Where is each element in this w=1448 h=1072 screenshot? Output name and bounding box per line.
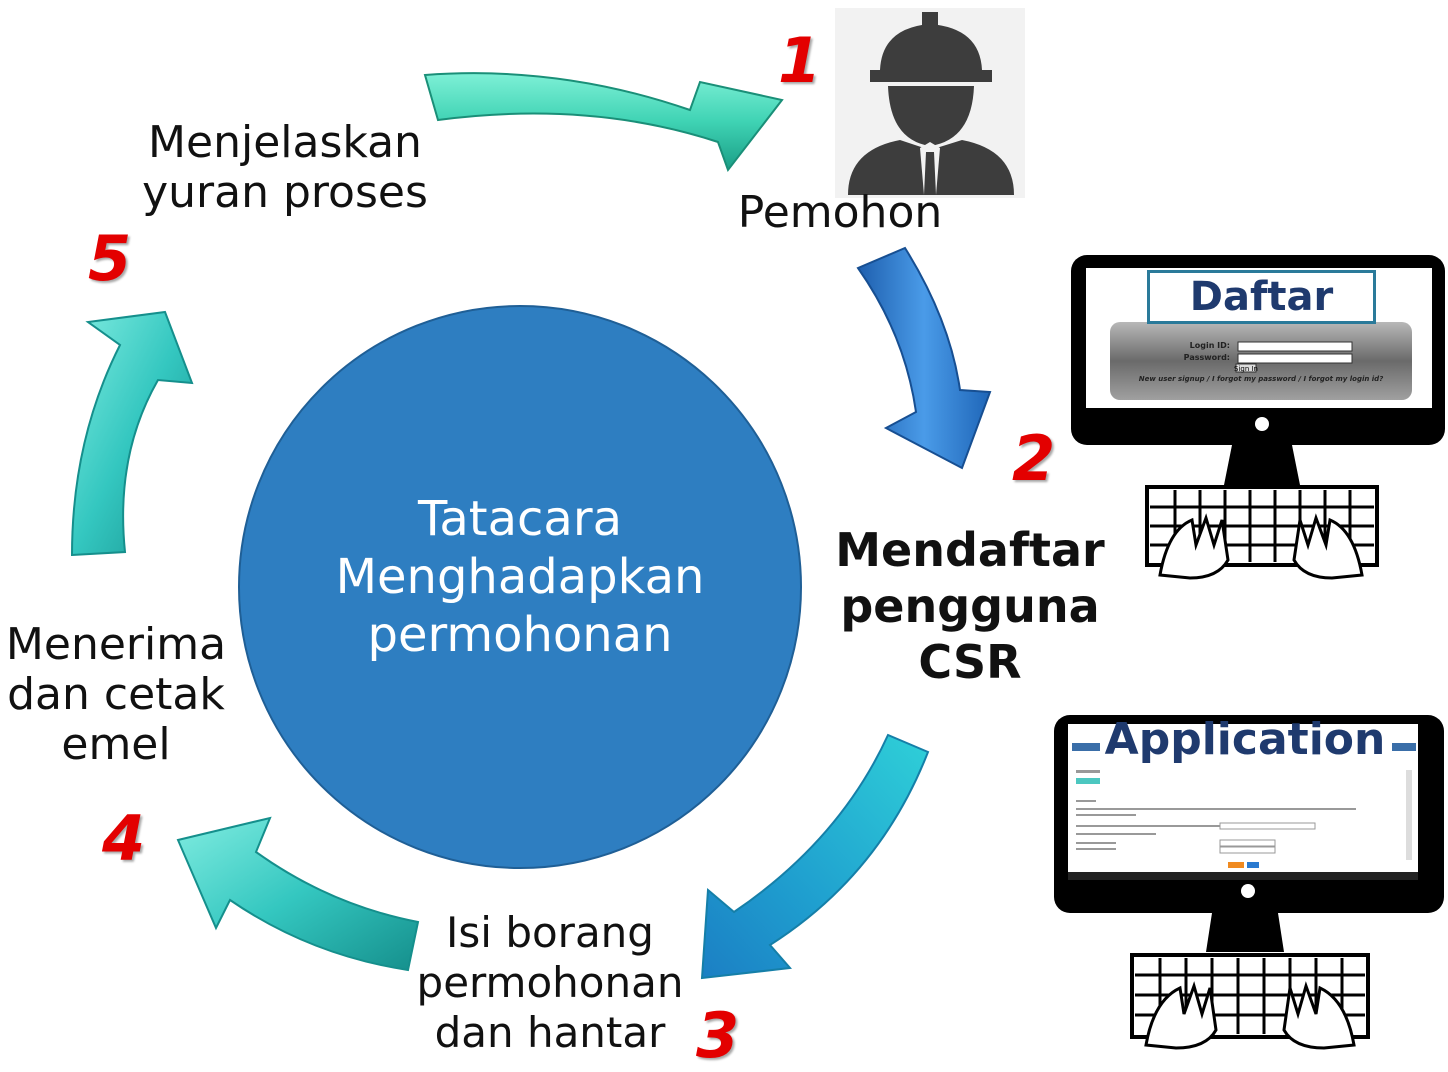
daftar-title: Daftar [1147,270,1376,324]
step-label-line: dan cetak [7,669,225,720]
step-number-4: 4 [102,802,146,875]
sign-in-button: Sign In [1234,365,1258,373]
application-title: Application [1104,714,1386,765]
step-label-line: pengguna [840,579,1100,633]
step-label-line: Pemohon [737,187,943,238]
step-label-line: Menjelaskan [148,117,422,168]
arrow-to-mendaftar [856,246,992,470]
login-links: New user signup / I forgot my password /… [1139,375,1384,383]
step-label-pemohon: Pemohon [720,188,960,238]
center-circle [238,305,802,869]
step-label-menerima: Menerima dan cetak emel [0,620,232,770]
step-label-menjelaskan: Menjelaskan yuran proses [130,118,440,218]
step-label-line: Menerima [5,619,227,670]
application-computer-icon [1054,715,1444,1050]
center-title-line: permohonan [367,607,673,663]
step-label-mendaftar: Mendaftar pengguna CSR [820,522,1120,690]
arrow-to-menerima [176,816,420,972]
password-label: Password: [1184,353,1230,362]
step-label-line: yuran proses [142,167,428,218]
step-number-1: 1 [778,24,822,97]
worker-person-icon [835,8,1025,198]
arrow-to-pemohon [423,72,784,173]
center-title: Tatacara Menghadapkan permohonan [290,490,750,664]
step-number-5: 5 [88,222,132,295]
step-label-line: Mendaftar [835,523,1105,577]
arrow-to-isi-borang [700,733,930,980]
step-number-3: 3 [696,999,740,1072]
login-id-label: Login ID: [1190,341,1230,350]
step-label-line: emel [61,719,171,770]
arrow-to-menjelaskan [70,310,194,557]
step-label-line: permohonan [416,958,684,1007]
center-title-line: Tatacara [418,491,622,547]
step-number-2: 2 [1012,422,1056,495]
step-label-isi-borang: Isi borang permohonan dan hantar [395,908,705,1058]
step-label-line: dan hantar [434,1008,666,1057]
step-label-line: Isi borang [446,908,654,957]
center-title-line: Menghadapkan [335,549,705,605]
step-label-line: CSR [918,635,1022,689]
